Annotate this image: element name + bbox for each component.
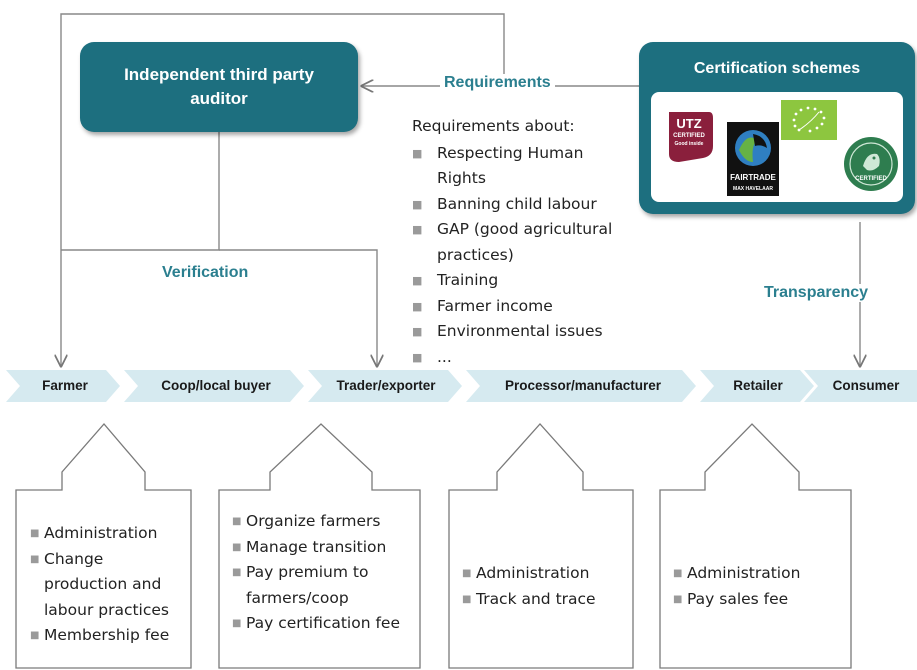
eu-organic-logo-icon — [781, 100, 837, 140]
bullet-icon: ■ — [232, 567, 242, 578]
certification-schemes-box: Certification schemes UTZ CERTIFIED Good… — [639, 42, 915, 214]
task-item: ■Track and trace — [462, 587, 632, 613]
utz-logo-sub: CERTIFIED — [673, 133, 705, 139]
fairtrade-logo-icon: FAIRTRADE MAX HAVELAAR — [727, 122, 779, 196]
farmer-tasks: ■Administration ■Change production and l… — [30, 521, 190, 649]
block-arrow-retailer — [659, 423, 852, 669]
processor-tasks: ■Administration ■Track and trace — [462, 561, 632, 612]
bullet-icon: ■ — [30, 528, 40, 539]
coop-trader-tasks: ■Organize farmers ■Manage transition ■Pa… — [232, 509, 418, 637]
verification-label: Verification — [162, 264, 249, 282]
block-arrow-coop-trader — [218, 423, 421, 669]
bullet-icon: ■ — [462, 568, 472, 579]
task-item: ■Administration — [462, 561, 632, 587]
chevron-consumer — [804, 370, 917, 402]
requirement-item: ■Banning child labour — [412, 192, 642, 218]
certification-logos: UTZ CERTIFIED Good inside FAIRTRADE MAX … — [651, 92, 903, 202]
fairtrade-logo-text: FAIRTRADE — [730, 173, 776, 182]
bullet-icon: ■ — [673, 593, 683, 605]
bullet-icon: ■ — [412, 223, 423, 236]
chevron-farmer — [6, 370, 120, 402]
bullet-icon: ■ — [673, 568, 683, 579]
task-item: ■Membership fee — [30, 623, 190, 649]
requirements-list: Requirements about: ■Respecting Human Ri… — [412, 114, 642, 370]
chevron-processor — [466, 370, 696, 402]
utz-logo-tag: Good inside — [675, 141, 704, 147]
requirements-label: Requirements — [440, 74, 555, 92]
certification-title: Certification schemes — [693, 60, 861, 77]
chevron-chain — [6, 370, 917, 402]
task-item: ■Pay premium to farmers/coop — [232, 560, 396, 611]
bullet-icon: ■ — [412, 350, 423, 364]
block-arrow-processor — [448, 423, 634, 669]
chevron-trader — [308, 370, 462, 402]
task-item: ■Manage transition — [232, 535, 418, 561]
chain-processor: Processor/manufacturer — [504, 378, 662, 393]
bullet-icon: ■ — [412, 325, 423, 338]
task-item: ■Administration — [30, 521, 190, 547]
requirement-item: ■GAP (good agricultural practices) — [412, 217, 642, 268]
task-item: ■Change production and labour practices — [30, 547, 190, 624]
task-item: ■Pay sales fee — [673, 587, 845, 613]
fairtrade-logo-sub: MAX HAVELAAR — [733, 186, 773, 192]
transparency-label: Transparency — [764, 284, 869, 302]
chain-farmer: Farmer — [42, 378, 88, 393]
chain-trader: Trader/exporter — [336, 378, 436, 393]
task-item: ■Administration — [673, 561, 845, 587]
bullet-icon: ■ — [232, 516, 242, 527]
utz-logo-text: UTZ — [676, 116, 701, 131]
chain-retailer: Retailer — [733, 378, 783, 393]
verification-line — [61, 132, 220, 251]
task-item: ■Pay certification fee — [232, 611, 406, 637]
block-arrow-farmer — [15, 423, 192, 669]
task-item: ■Organize farmers — [232, 509, 418, 535]
requirement-item: ■... — [412, 345, 642, 371]
requirements-intro: Requirements about: — [412, 117, 575, 135]
requirement-item: ■Environmental issues — [412, 319, 642, 345]
verification-trader-line — [219, 249, 377, 366]
retailer-tasks: ■Administration ■Pay sales fee — [673, 561, 845, 612]
chevron-retailer — [700, 370, 814, 402]
bullet-icon: ■ — [232, 541, 242, 553]
auditor-title: Independent third party auditor — [124, 65, 314, 108]
bullet-icon: ■ — [412, 299, 423, 313]
bullet-icon: ■ — [412, 197, 423, 211]
rainforest-logo-text: CERTIFIED — [855, 176, 887, 182]
rainforest-alliance-logo-icon: CERTIFIED — [844, 137, 898, 191]
bullet-icon: ■ — [412, 274, 423, 287]
bullet-icon: ■ — [30, 630, 40, 641]
requirement-item: ■Respecting Human Rights — [412, 141, 617, 192]
requirement-item: ■Farmer income — [412, 294, 642, 320]
bullet-icon: ■ — [30, 553, 40, 565]
auditor-box: Independent third party auditor — [80, 42, 358, 132]
chevron-coop — [124, 370, 304, 402]
requirement-item: ■Training — [412, 268, 642, 294]
bullet-icon: ■ — [232, 618, 242, 629]
chain-consumer: Consumer — [832, 378, 900, 393]
bullet-icon: ■ — [462, 593, 472, 605]
chain-coop: Coop/local buyer — [161, 378, 271, 393]
utz-logo-icon: UTZ CERTIFIED Good inside — [669, 112, 713, 162]
bullet-icon: ■ — [412, 146, 423, 160]
